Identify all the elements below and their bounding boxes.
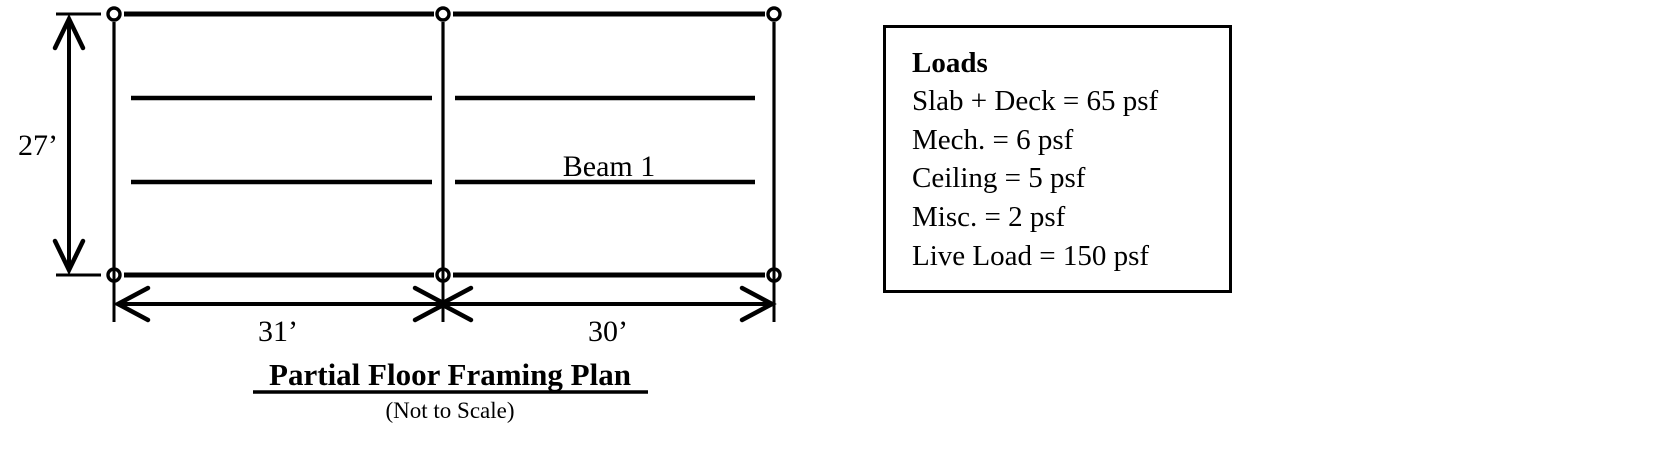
loads-heading: Loads (912, 47, 988, 79)
horizontal-dim-arrow-left-outer (113, 285, 151, 323)
figure-title-group: Partial Floor Framing Plan (Not to Scale… (253, 357, 648, 423)
column-top-middle (435, 6, 451, 22)
horizontal-dim-arrow-right-inner (436, 285, 474, 323)
loads-item-live-load: Live Load = 150 psf (912, 239, 1150, 272)
figure-subtitle: (Not to Scale) (385, 398, 514, 423)
loads-item-misc: Misc. = 2 psf (912, 200, 1066, 233)
beam-1-label: Beam 1 (563, 150, 655, 183)
loads-item-ceiling: Ceiling = 5 psf (912, 162, 1086, 195)
figure-title: Partial Floor Framing Plan (269, 357, 631, 392)
right-bay-dimension-label: 30’ (588, 315, 628, 348)
interior-beams-group (131, 95, 755, 185)
loads-panel-content: Loads Slab + Deck = 65 psf Mech. = 6 psf… (886, 28, 1229, 275)
column-lines-group (112, 22, 776, 267)
vertical-dimension-group: 27’ (18, 12, 101, 277)
vertical-dim-arrow-up (52, 13, 86, 51)
column-top-left (106, 6, 122, 22)
horizontal-dimension-group: 31’ 30’ (112, 258, 777, 348)
vertical-dimension-label: 27’ (18, 129, 58, 162)
horizontal-dim-arrow-right-outer (739, 285, 777, 323)
loads-item-slab-deck: Slab + Deck = 65 psf (912, 85, 1159, 118)
column-top-right (766, 6, 782, 22)
loads-panel: Loads Slab + Deck = 65 psf Mech. = 6 psf… (883, 25, 1232, 293)
left-bay-dimension-label: 31’ (258, 315, 298, 348)
vertical-dim-arrow-down (52, 238, 86, 276)
loads-item-mech: Mech. = 6 psf (912, 123, 1074, 156)
